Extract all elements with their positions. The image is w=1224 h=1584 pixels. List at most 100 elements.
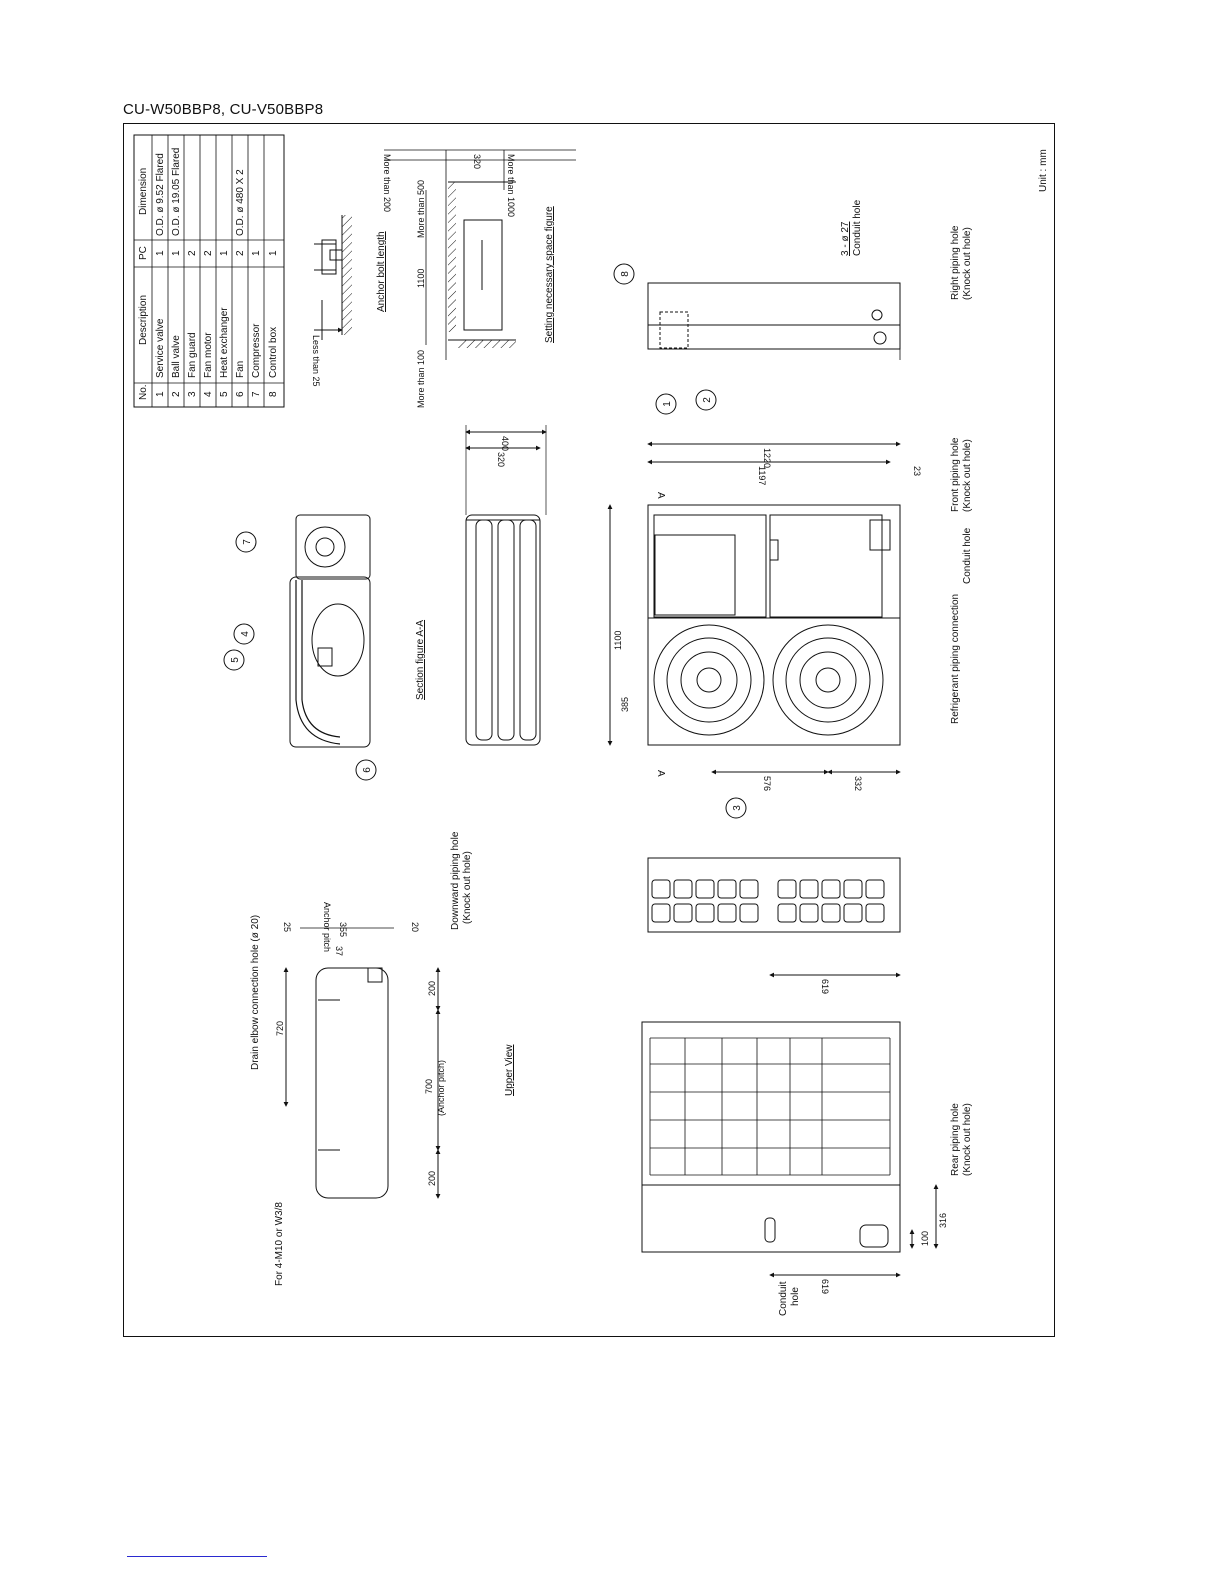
drain-elbow-label: Drain elbow connection hole (ø 20) (250, 915, 261, 1070)
table-row-dimension: O.D. ø 480 X 2 (235, 169, 246, 236)
callout-2: 2 (695, 389, 717, 411)
right-side-view: 3 - ø 27 Conduit hole Right piping hole … (647, 199, 973, 360)
section-mark-a-top: A (655, 492, 666, 499)
callouts: 1 2 3 4 5 6 7 8 (223, 263, 747, 819)
anchor-bolt-title: Anchor bolt length (376, 231, 387, 312)
right-conduit-sub: Conduit hole (852, 199, 863, 256)
front-view: 1220 1197 23 1100 385 576 332 A A Front … (607, 437, 973, 791)
space-figure-title: Setting necessary space figure (544, 206, 555, 343)
space-more-than-500: More than 500 (416, 180, 426, 238)
side-view (289, 514, 371, 748)
back-conduit-label: Conduit (778, 1281, 789, 1316)
downward-piping-sub: (Knock out hole) (462, 851, 473, 924)
section-dim-400: 400 (500, 436, 510, 451)
space-more-than-1000: More than 1000 (506, 154, 516, 217)
callout-4-label: 4 (240, 631, 251, 637)
table-row-description: Heat exchanger (219, 307, 230, 378)
table-row-no: 2 (171, 391, 182, 397)
table-row-description: Fan guard (187, 332, 198, 378)
space-320: 320 (472, 154, 482, 169)
callout-4: 4 (233, 623, 255, 645)
front-dim-1100: 1100 (613, 631, 623, 650)
upper-dim-200-top: 200 (427, 981, 437, 996)
space-figure: More than 200 320 More than 1000 More th… (382, 149, 576, 408)
parts-table: No. Description PC Dimension 1 Service v… (133, 134, 285, 408)
table-row-pc: 1 (219, 250, 230, 256)
bolt-label: For 4-M10 or W3/8 (274, 1202, 285, 1286)
space-more-than-100: More than 100 (416, 350, 426, 408)
table-row-dimension: O.D. ø 9.52 Flared (155, 153, 166, 236)
upper-dim-20: 20 (410, 922, 420, 932)
front-dim-1220: 1220 (762, 448, 772, 468)
callout-1: 1 (655, 393, 677, 415)
upper-view: 720 200 700 (Anchor pitch) 200 25 355 20… (250, 831, 515, 1286)
drawing-frame (123, 123, 1055, 1337)
upper-dim-355: 355 (338, 922, 348, 937)
unit-label: Unit : mm (1038, 149, 1049, 192)
back-conduit-label-2: hole (790, 1287, 801, 1306)
upper-dim-25: 25 (282, 922, 292, 932)
table-row-no: 4 (203, 391, 214, 397)
front-dim-576: 576 (762, 776, 772, 791)
table-row-no: 6 (235, 391, 246, 397)
table-header-dimension: Dimension (138, 168, 149, 215)
table-row-pc: 2 (187, 250, 198, 256)
table-row-pc: 1 (155, 250, 166, 256)
table-row-no: 7 (251, 391, 262, 397)
rear-piping-label: Rear piping hole (950, 1103, 961, 1176)
upper-view-title: Upper View (504, 1044, 515, 1096)
space-1100: 1100 (416, 269, 426, 288)
back-dim-619: 619 (820, 1279, 830, 1294)
table-header-no: No. (138, 384, 149, 400)
page-title: CU-W50BBP8, CU-V50BBP8 (123, 101, 324, 118)
rear-piping-sub: (Knock out hole) (962, 1103, 973, 1176)
callout-6: 6 (355, 759, 377, 781)
upper-dim-200-bottom: 200 (427, 1171, 437, 1186)
table-row-pc: 1 (251, 250, 262, 256)
refrigerant-label: Refrigerant piping connection (950, 594, 961, 724)
rear-view: 619 (647, 857, 901, 994)
section-mark-a-bottom: A (655, 770, 666, 777)
front-piping-sub: (Knock out hole) (962, 439, 973, 512)
callout-5-label: 5 (230, 657, 241, 663)
back-dim-316: 316 (938, 1213, 948, 1228)
upper-dim-37: 37 (334, 946, 344, 956)
section-a-a: 400 320 Section figure A-A (415, 425, 547, 746)
callout-7-label: 7 (242, 539, 253, 545)
table-row-pc: 2 (203, 250, 214, 256)
table-row-description: Control box (268, 327, 279, 378)
table-row-pc: 1 (171, 250, 182, 256)
table-row-no: 8 (268, 391, 279, 397)
front-dim-332: 332 (853, 776, 863, 791)
table-header-description: Description (138, 295, 149, 345)
table-row-description: Service valve (155, 318, 166, 378)
section-dim-320: 320 (496, 452, 506, 467)
back-dim-100: 100 (920, 1231, 930, 1246)
right-piping-label: Right piping hole (950, 225, 961, 300)
callout-1-label: 1 (662, 401, 673, 407)
front-dim-1197: 1197 (757, 466, 767, 485)
callout-8: 8 (613, 263, 635, 285)
table-row-description: Fan (235, 361, 246, 378)
table-row-pc: 2 (235, 250, 246, 256)
less-than-25-label: Less than 25 (311, 335, 321, 387)
upper-dim-700: 700 (424, 1079, 434, 1094)
upper-anchor-pitch-label: Anchor pitch (322, 902, 332, 952)
front-piping-label: Front piping hole (950, 437, 961, 512)
callout-7: 7 (235, 531, 257, 553)
callout-3-label: 3 (732, 805, 743, 811)
section-title: Section figure A-A (415, 620, 426, 700)
callout-2-label: 2 (702, 397, 713, 403)
table-row-no: 5 (219, 391, 230, 397)
front-conduit-label: Conduit hole (962, 527, 973, 584)
callout-8-label: 8 (620, 271, 631, 277)
upper-dim-anchor-pitch: (Anchor pitch) (436, 1060, 446, 1116)
callout-5: 5 (223, 649, 245, 671)
callout-6-label: 6 (362, 767, 373, 773)
table-row-pc: 1 (268, 250, 279, 256)
callout-3: 3 (725, 797, 747, 819)
anchor-bolt-detail: Less than 25 Anchor bolt length (311, 215, 387, 387)
table-header-pc: PC (138, 246, 149, 260)
table-row-description: Compressor (251, 323, 262, 378)
